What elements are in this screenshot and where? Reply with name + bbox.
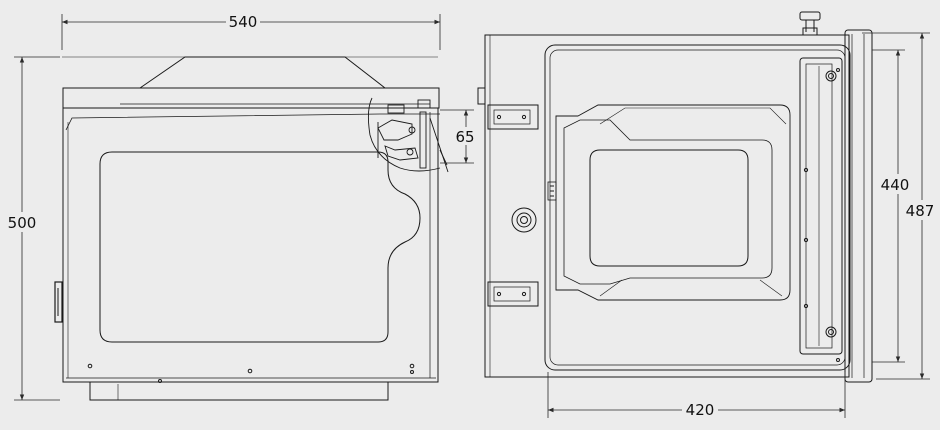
- front-window: [589, 149, 749, 267]
- side-top-vent: [139, 56, 386, 89]
- dimension-labels: 540 500 65 420 440 487: [6, 12, 938, 419]
- dim-label-side-width: 540: [229, 13, 258, 31]
- door-handle: [844, 29, 873, 383]
- dim-label-front-inner-height: 440: [881, 176, 910, 194]
- front-door: [544, 44, 851, 371]
- dim-label-front-width: 420: [686, 401, 715, 419]
- front-top-knob: [799, 11, 821, 21]
- dim-label-hinge-offset: 65: [455, 128, 474, 146]
- side-top-plate: [62, 87, 440, 109]
- front-hinge-top: [487, 104, 539, 130]
- dimension-lines: [14, 14, 930, 418]
- dim-label-side-height: 500: [8, 214, 37, 232]
- side-foot: [89, 381, 389, 401]
- front-view: [477, 11, 873, 383]
- door-hinge-rail: [799, 57, 843, 355]
- side-body-outline: [62, 108, 439, 383]
- dim-label-front-height: 487: [906, 202, 935, 220]
- side-window: [99, 151, 421, 343]
- front-round-port: [511, 207, 537, 233]
- front-hinge-bottom: [487, 281, 539, 307]
- side-hinge-detail: [367, 97, 449, 173]
- door-panel: [555, 104, 791, 301]
- side-view: [54, 56, 449, 401]
- front-body-outline: [484, 34, 850, 378]
